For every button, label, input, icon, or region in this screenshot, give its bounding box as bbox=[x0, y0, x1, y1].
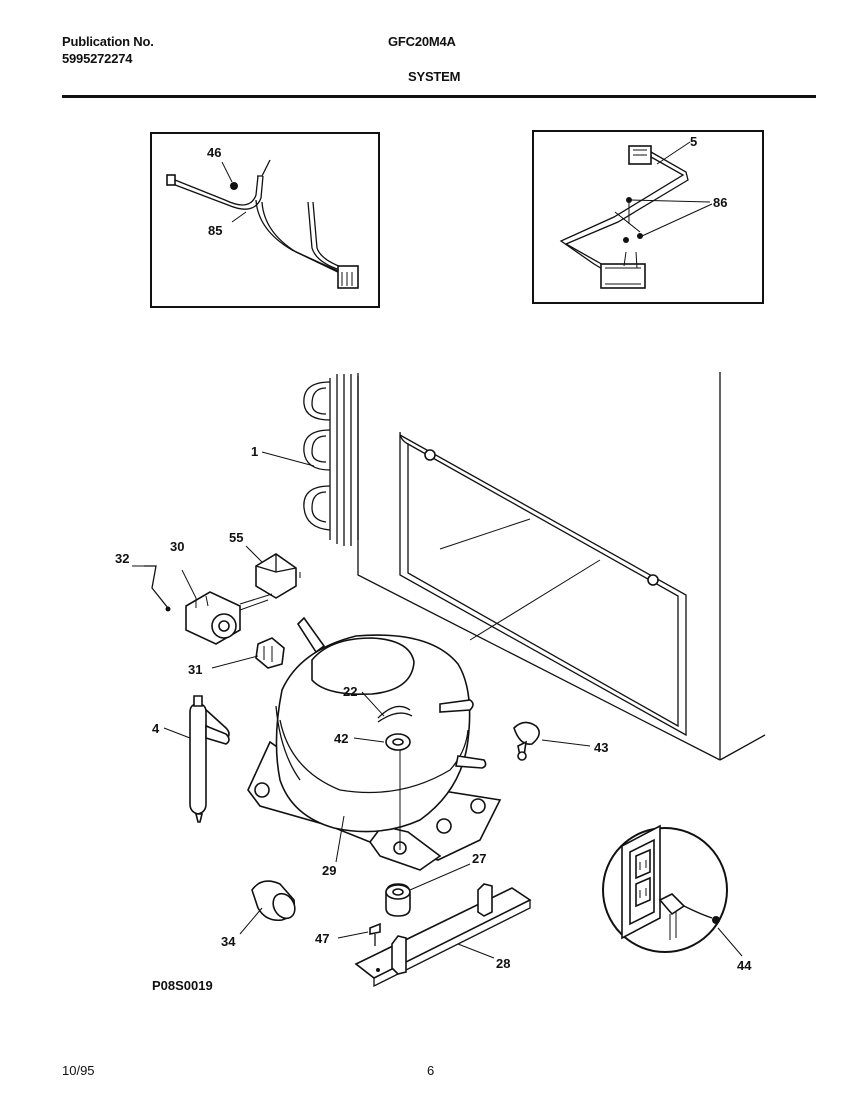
callout-30: 30 bbox=[170, 539, 184, 554]
publication-number: 5995272274 bbox=[62, 51, 133, 66]
callout-55: 55 bbox=[229, 530, 243, 545]
callout-1: 1 bbox=[251, 444, 258, 459]
figure-code: P08S0019 bbox=[152, 978, 213, 993]
callout-86: 86 bbox=[713, 195, 727, 210]
callout-28: 28 bbox=[496, 956, 510, 971]
callout-46: 46 bbox=[207, 145, 221, 160]
page-number: 6 bbox=[427, 1063, 434, 1078]
callout-85: 85 bbox=[208, 223, 222, 238]
callout-43: 43 bbox=[594, 740, 608, 755]
callout-4: 4 bbox=[152, 721, 160, 736]
section-title: SYSTEM bbox=[408, 69, 461, 84]
callout-32: 32 bbox=[115, 551, 129, 566]
footer-date: 10/95 bbox=[62, 1063, 95, 1078]
drier-part bbox=[163, 695, 230, 823]
condenser-coil bbox=[261, 374, 359, 546]
cabinet bbox=[357, 372, 766, 761]
outlet-detail bbox=[602, 824, 743, 957]
compressor bbox=[203, 616, 502, 871]
callout-22: 22 bbox=[343, 684, 357, 699]
clamp-part bbox=[513, 721, 591, 761]
screw-part bbox=[337, 922, 381, 946]
overload-part bbox=[181, 569, 273, 645]
callout-42: 42 bbox=[334, 731, 348, 746]
callout-44: 44 bbox=[737, 958, 752, 973]
publication-label: Publication No. bbox=[62, 34, 154, 49]
callout-29: 29 bbox=[322, 863, 336, 878]
inset-harness bbox=[150, 132, 380, 308]
callout-31: 31 bbox=[188, 662, 202, 677]
clip-part bbox=[132, 565, 171, 612]
header-rule bbox=[62, 95, 816, 98]
grommet-part bbox=[385, 863, 471, 917]
model-number: GFC20M4A bbox=[388, 34, 456, 49]
callout-34: 34 bbox=[221, 934, 236, 949]
relay-part bbox=[245, 545, 301, 599]
callout-5: 5 bbox=[690, 134, 697, 149]
inset-wiring bbox=[532, 130, 764, 304]
cover-part bbox=[211, 637, 285, 669]
capacitor-part bbox=[239, 880, 296, 935]
callout-27: 27 bbox=[472, 851, 486, 866]
callout-47: 47 bbox=[315, 931, 329, 946]
base-rail-part bbox=[354, 883, 532, 988]
